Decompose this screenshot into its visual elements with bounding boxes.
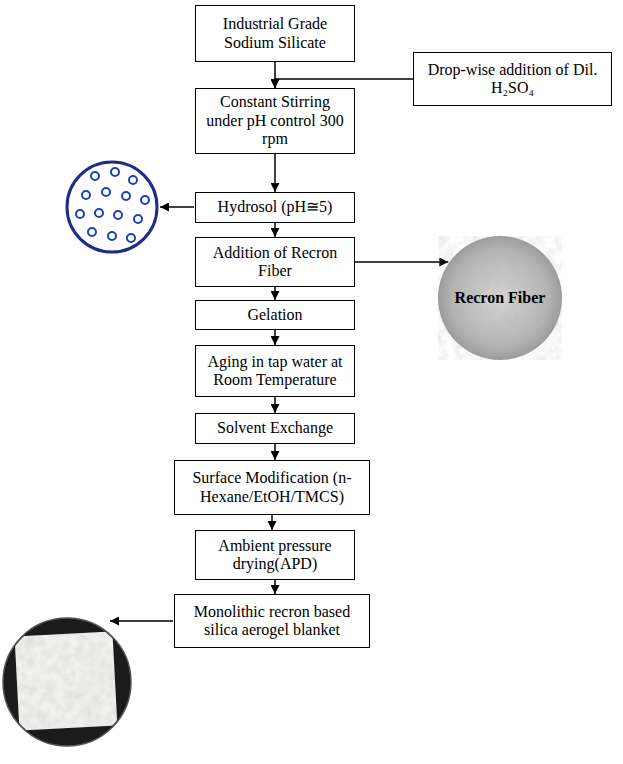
node-text: Solvent Exchange: [217, 419, 333, 437]
flow-arrow: [271, 515, 273, 530]
fiber-circle: Recron Fiber: [437, 235, 563, 361]
process-box: Ambient pressure drying(APD): [195, 530, 355, 580]
pointer-arrow: [110, 620, 173, 622]
flow-arrow: [355, 261, 448, 263]
process-box: Gelation: [195, 300, 355, 330]
flow-arrow: [274, 444, 276, 460]
node-text: Industrial Grade Sodium Silicate: [200, 15, 350, 52]
flow-arrow: [274, 287, 276, 300]
process-box: Solvent Exchange: [195, 413, 355, 444]
node-text: Surface Modification (n-Hexane/EtOH/TMCS…: [179, 469, 365, 506]
result-box: Monolithic recron based silica aerogel b…: [174, 594, 370, 648]
flow-arrow: [274, 397, 276, 413]
reagent-box: Drop-wise addition of Dil. H₂SO₄: [413, 52, 612, 106]
node-text: Hydrosol (pH≅5): [218, 198, 333, 216]
node-text: Drop-wise addition of Dil. H₂SO₄: [418, 61, 607, 98]
flow-arrow: [274, 154, 276, 192]
node-text: Gelation: [247, 306, 302, 324]
flow-arrow: [275, 79, 413, 88]
node-text: Constant Stirring under pH control 300 r…: [200, 93, 350, 148]
node-text: Monolithic recron based silica aerogel b…: [179, 603, 365, 640]
process-box: Addition of Recron Fiber: [195, 237, 355, 287]
node-text: Aging in tap water at Room Temperature: [200, 353, 350, 390]
pointer-arrow: [160, 206, 194, 208]
flow-arrow: [274, 580, 276, 594]
process-box: Surface Modification (n-Hexane/EtOH/TMCS…: [174, 460, 370, 515]
process-box: Aging in tap water at Room Temperature: [195, 345, 355, 397]
process-box: Hydrosol (pH≅5): [195, 192, 355, 223]
node-text: Recron Fiber: [449, 289, 552, 307]
process-box: Industrial Grade Sodium Silicate: [195, 5, 355, 62]
process-box: Constant Stirring under pH control 300 r…: [195, 88, 355, 154]
flow-arrow: [274, 223, 276, 237]
node-text: Addition of Recron Fiber: [200, 244, 350, 281]
hydrosol-illustration: [67, 162, 157, 252]
blanket-photo: [3, 618, 131, 746]
node-text: Ambient pressure drying(APD): [200, 537, 350, 574]
flow-arrow: [274, 330, 276, 345]
